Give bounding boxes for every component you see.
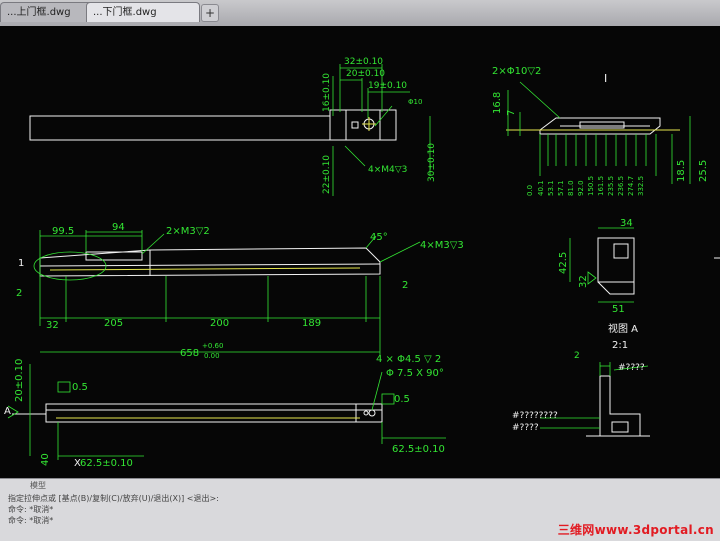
dim-2-left: 2: [16, 288, 22, 299]
main-view: [39, 247, 381, 277]
detail-note-2: #????????: [512, 411, 558, 421]
chain-3: 57.1: [557, 180, 565, 196]
bottom-hole-note-1: 4 × Φ4.5 ▽ 2: [376, 354, 441, 365]
chain-5: 92.0: [577, 180, 585, 196]
detail-note-1: #????: [618, 363, 645, 373]
sec-dim-32: 32: [578, 275, 589, 288]
side-view: [506, 117, 680, 135]
dim-99-5: 99.5: [52, 226, 74, 237]
dim-20: 20±0.10: [346, 69, 385, 79]
chain-2: 53.1: [547, 180, 555, 196]
axis-x-label: X: [74, 458, 81, 469]
section-view: [597, 237, 635, 295]
flatness-right: 0.5: [394, 394, 410, 405]
bottom-dim-20: 20±0.10: [14, 359, 25, 402]
dim-94: 94: [112, 222, 125, 233]
sec-dim-34: 34: [620, 218, 633, 229]
dim-32: 32±0.10: [344, 57, 383, 67]
side-dim-16-8: 16.8: [492, 92, 503, 114]
sec-dim-42-5: 42.5: [558, 252, 569, 274]
bar-outline: [29, 115, 331, 141]
bar-end-block: [329, 109, 397, 141]
side-dim-25-5: 25.5: [698, 160, 709, 182]
plus-icon: +: [204, 6, 216, 20]
dim-45deg: 45°: [370, 232, 388, 243]
dim-30: 30±0.10: [427, 143, 437, 182]
side-dim-18-5: 18.5: [676, 160, 687, 182]
dim-200: 200: [210, 318, 229, 329]
detail-scale: 2:1: [612, 340, 628, 351]
dim-2-right: 2: [402, 280, 408, 291]
bottom-bar-outline: [45, 403, 383, 423]
side-dim-7: 7: [506, 110, 517, 116]
label-1: 1: [18, 258, 24, 269]
tab-label: ...上门框.dwg: [7, 7, 71, 18]
site-watermark: 三维网www.3dportal.cn: [557, 523, 714, 537]
chain-11: 332.5: [637, 176, 645, 196]
new-tab-button[interactable]: +: [201, 4, 219, 22]
dim-16: 16±0.10: [322, 73, 332, 112]
chain-6: 150.5: [587, 176, 595, 196]
command-history-line: 命令: *取消*: [8, 505, 54, 514]
side-view-dims: [507, 81, 691, 184]
note-4xm4: 4×M4▽3: [368, 165, 407, 175]
dim-22: 22±0.10: [322, 155, 332, 194]
chain-4: 81.0: [567, 180, 575, 196]
tab-lower-frame-dwg[interactable]: ...下门框.dwg: [86, 2, 200, 22]
detail-circle: [33, 251, 107, 281]
detail-title: 视图 A: [608, 322, 638, 335]
dim-189: 189: [302, 318, 321, 329]
document-tab-bar: ...上门框.dwg ...下门框.dwg +: [0, 0, 720, 27]
chain-10: 274.7: [627, 176, 635, 196]
plan-view-dims: [332, 64, 431, 196]
side-hole-note: 2×Φ10▽2: [492, 66, 541, 77]
chain-1: 40.1: [537, 180, 545, 196]
flatness-left: 0.5: [72, 382, 88, 393]
detail-dim-2: 2: [574, 351, 580, 361]
main-view-dims: [33, 230, 421, 356]
dim-32-bottom: 32: [46, 320, 59, 331]
bottom-dim-left: 62.5±0.10: [80, 458, 133, 469]
plan-view: [29, 109, 397, 141]
detail-note-3: #????: [512, 423, 539, 433]
detail-a-view: [586, 375, 650, 437]
detail-profile: [599, 375, 641, 437]
side-marker-i: I: [604, 72, 607, 85]
command-history-line: 命令: *取消*: [8, 516, 54, 525]
dim-19: 19±0.10: [368, 81, 407, 91]
dim-658: 658: [180, 348, 199, 359]
sec-dim-51: 51: [612, 304, 625, 315]
tol-lower: 0.00: [204, 352, 220, 360]
bottom-view: [12, 403, 383, 423]
chain-7: 161.5: [597, 176, 605, 196]
chain-8: 235.5: [607, 176, 615, 196]
drawing-viewport[interactable]: 32±0.10 20±0.10 19±0.10 16±0.10 22±0.10 …: [0, 26, 720, 478]
chain-9: 236.5: [617, 176, 625, 196]
note-2xm3: 2×M3▽2: [166, 226, 210, 237]
tol-upper: +0.60: [202, 342, 223, 350]
note-4xm3: 4×M3▽3: [420, 240, 464, 251]
dim-205: 205: [104, 318, 123, 329]
bottom-dim-40: 40: [40, 453, 51, 466]
section-outline: [597, 237, 635, 283]
model-tab[interactable]: 模型: [30, 481, 46, 490]
cad-drawing: 32±0.10 20±0.10 19±0.10 16±0.10 22±0.10 …: [4, 57, 720, 469]
bottom-view-label-a: A: [4, 406, 11, 417]
command-history-line: 指定拉伸点或 [基点(B)/复制(C)/放弃(U)/退出(X)] <退出>:: [8, 494, 219, 503]
tab-label: ...下门框.dwg: [93, 7, 157, 18]
chain-0: 0.0: [526, 185, 534, 196]
dim-phi10: Φ10: [408, 98, 422, 106]
bottom-dim-right: 62.5±0.10: [392, 444, 445, 455]
bottom-hole-note-2: Φ 7.5 X 90°: [386, 368, 444, 379]
command-line-panel[interactable]: 模型 指定拉伸点或 [基点(B)/复制(C)/放弃(U)/退出(X)] <退出>…: [0, 478, 720, 541]
